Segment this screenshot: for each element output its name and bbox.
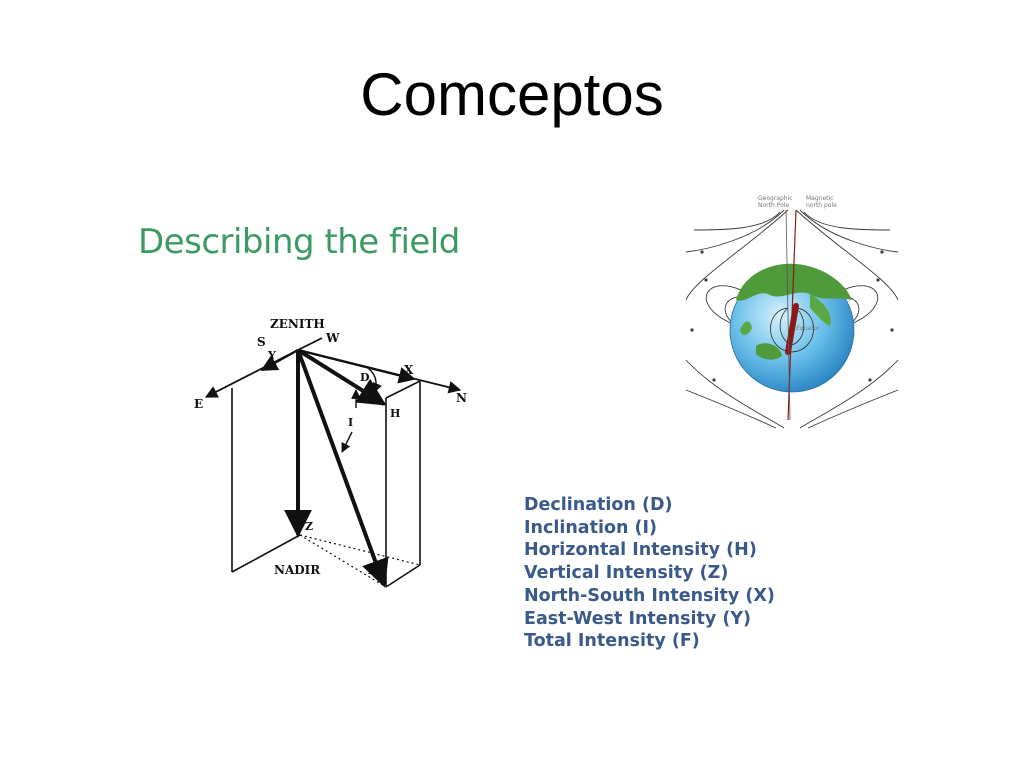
frame-left-bottom — [231, 534, 301, 573]
list-item-vertical-intensity: Vertical Intensity (Z) — [524, 563, 729, 584]
label-magnetic-pole-line2: north pole — [806, 202, 837, 209]
f-total-vector — [296, 349, 389, 588]
label-geographic-pole-line1: Geographic — [758, 195, 793, 202]
frame-dotted-base2 — [299, 534, 421, 566]
list-item-declination: Declination (D) — [524, 495, 673, 515]
continent-top — [736, 263, 852, 301]
panel-subtitle: Describing the field — [138, 222, 460, 262]
continent-australia — [756, 343, 782, 360]
dipole-bar — [785, 303, 799, 355]
field-vector-diagram: ZENITH NADIR S Y W E N X D H I Z F — [194, 317, 467, 588]
field-components-list: Declination (D) Inclination (I) Horizont… — [524, 494, 775, 653]
slide-title: Comceptos — [360, 61, 664, 128]
label-d: D — [360, 371, 370, 384]
list-item-east-west-intensity: East-West Intensity (Y) — [524, 608, 752, 629]
frame-bottom-right — [385, 564, 421, 588]
label-magnetic-pole-line1: Magnetic — [806, 195, 833, 202]
list-item-inclination: Inclination (I) — [524, 517, 658, 538]
label-east: E — [194, 397, 203, 411]
geographic-axis — [785, 209, 791, 421]
list-item-north-south-intensity: North-South Intensity (X) — [524, 585, 775, 606]
label-nadir: NADIR — [274, 563, 321, 577]
continent-edge — [740, 321, 752, 336]
label-zenith: ZENITH — [270, 317, 325, 331]
list-item-horizontal-intensity: Horizontal Intensity (H) — [524, 540, 757, 561]
label-equator: Equator — [796, 325, 820, 332]
frame-top-right — [385, 380, 421, 399]
label-i: I — [348, 416, 353, 429]
h-horizontal-vector — [296, 348, 387, 406]
x-component — [297, 348, 416, 384]
label-south: S — [257, 335, 266, 349]
declination-arc — [367, 367, 382, 393]
continent-asia — [810, 294, 831, 326]
west-axis — [297, 337, 323, 351]
label-h: H — [390, 407, 400, 420]
label-geographic-pole-line2: North Pole — [758, 202, 789, 209]
label-y: Y — [267, 349, 276, 362]
label-z: Z — [305, 520, 313, 533]
label-north: N — [456, 391, 467, 405]
diagram-frame — [231, 380, 421, 588]
frame-dotted-base — [299, 534, 387, 588]
earth-magnetic-field-figure: Geographic North Pole Magnetic north pol… — [685, 195, 899, 429]
list-item-total-intensity: Total Intensity (F) — [524, 631, 700, 652]
y-component — [260, 348, 299, 372]
label-x: X — [404, 363, 414, 377]
label-f: F — [367, 564, 377, 577]
label-west: W — [325, 331, 340, 345]
inclination-arc-lower — [341, 431, 353, 453]
